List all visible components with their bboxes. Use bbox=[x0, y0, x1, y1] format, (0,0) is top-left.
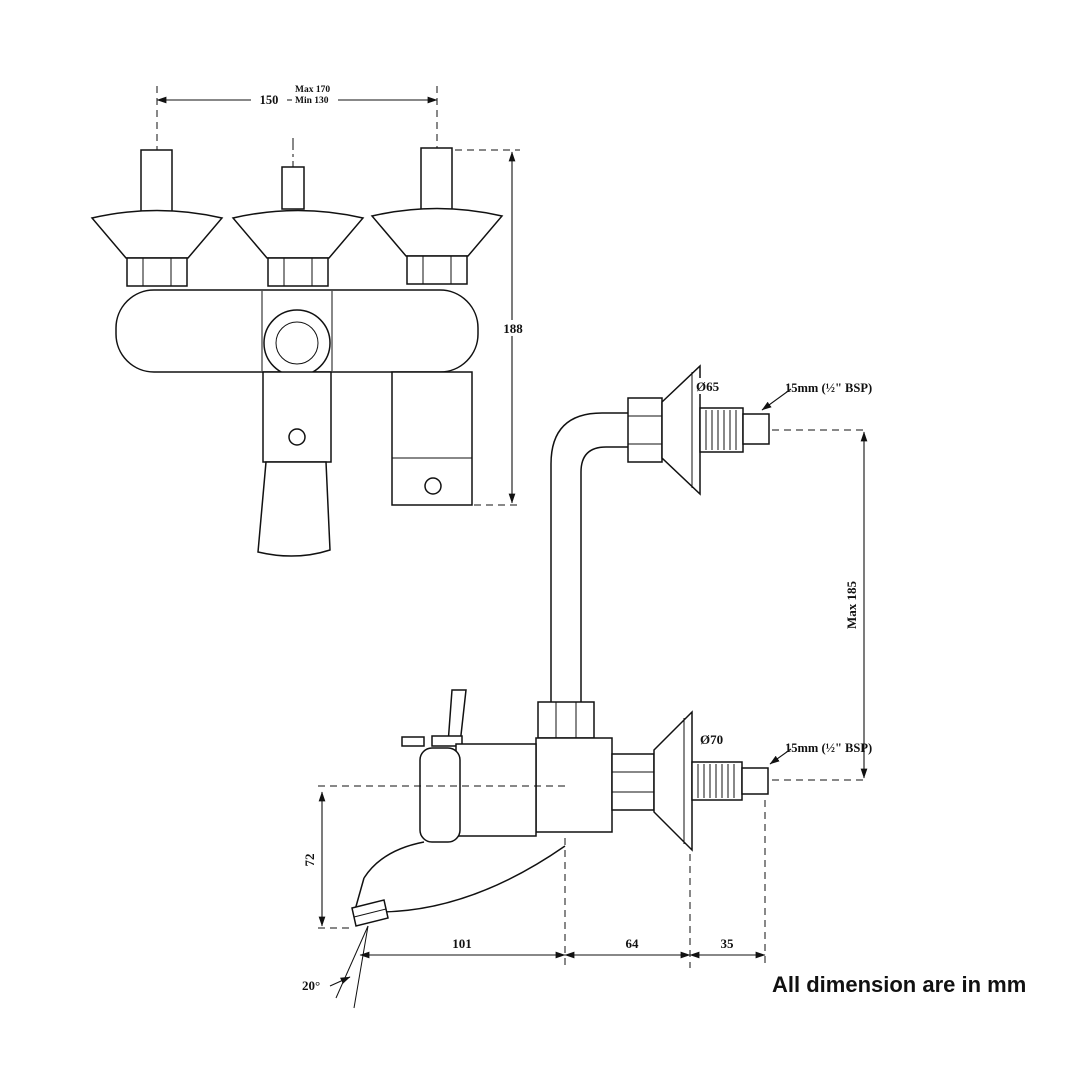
dim-width-label: 150 bbox=[260, 93, 279, 107]
dim-width-max-label: Max 170 bbox=[295, 85, 330, 95]
bottom-inlet-label: 15mm (½" BSP) bbox=[785, 741, 872, 755]
spout-angle-label: 20° bbox=[302, 978, 320, 993]
swivel-joint bbox=[263, 309, 331, 377]
dim-body-label: 64 bbox=[626, 936, 640, 951]
handle-flanges bbox=[90, 207, 504, 259]
dim-height-label: 188 bbox=[503, 321, 523, 336]
bottom-flange-dia-label: Ø70 bbox=[700, 732, 723, 747]
front-width-dimension: 150 Max 170 Min 130 bbox=[156, 83, 438, 107]
valve-assembly: Ø70 15mm (½" BSP) bbox=[535, 701, 872, 852]
inlet-stems bbox=[140, 147, 453, 213]
spout-side bbox=[351, 841, 566, 927]
diverter-front bbox=[257, 371, 332, 557]
front-view: 150 Max 170 Min 130 188 bbox=[90, 83, 529, 557]
handle-housing bbox=[401, 689, 537, 843]
baseline-dimensions: 101 64 35 bbox=[359, 800, 766, 968]
dim-spout-reach-label: 101 bbox=[452, 936, 472, 951]
depth-dimension: Max 185 bbox=[772, 429, 868, 781]
thread-hatch-top bbox=[705, 410, 737, 450]
units-note: All dimension are in mm bbox=[772, 972, 1026, 997]
side-view: Ø65 15mm (½" BSP) Max 185 bbox=[302, 364, 872, 1009]
hex-nuts-front bbox=[126, 255, 468, 287]
dim-wall-label: 35 bbox=[721, 936, 735, 951]
spout-drop-dimension: 72 bbox=[302, 785, 565, 929]
wall-bracket-front bbox=[391, 371, 473, 506]
dim-width-min-label: Min 130 bbox=[295, 96, 329, 106]
dim-spout-drop-label: 72 bbox=[302, 854, 317, 867]
front-height-dimension: 188 bbox=[455, 149, 529, 506]
top-wall-flange: Ø65 15mm (½" BSP) bbox=[627, 364, 872, 496]
top-flange-dia-label: Ø65 bbox=[696, 379, 720, 394]
supply-pipe bbox=[550, 412, 640, 702]
dim-depth-label: Max 185 bbox=[844, 580, 859, 629]
thread-hatch-bottom bbox=[697, 764, 735, 798]
spout-angle: 20° bbox=[302, 925, 369, 1009]
top-inlet-label: 15mm (½" BSP) bbox=[785, 381, 872, 395]
